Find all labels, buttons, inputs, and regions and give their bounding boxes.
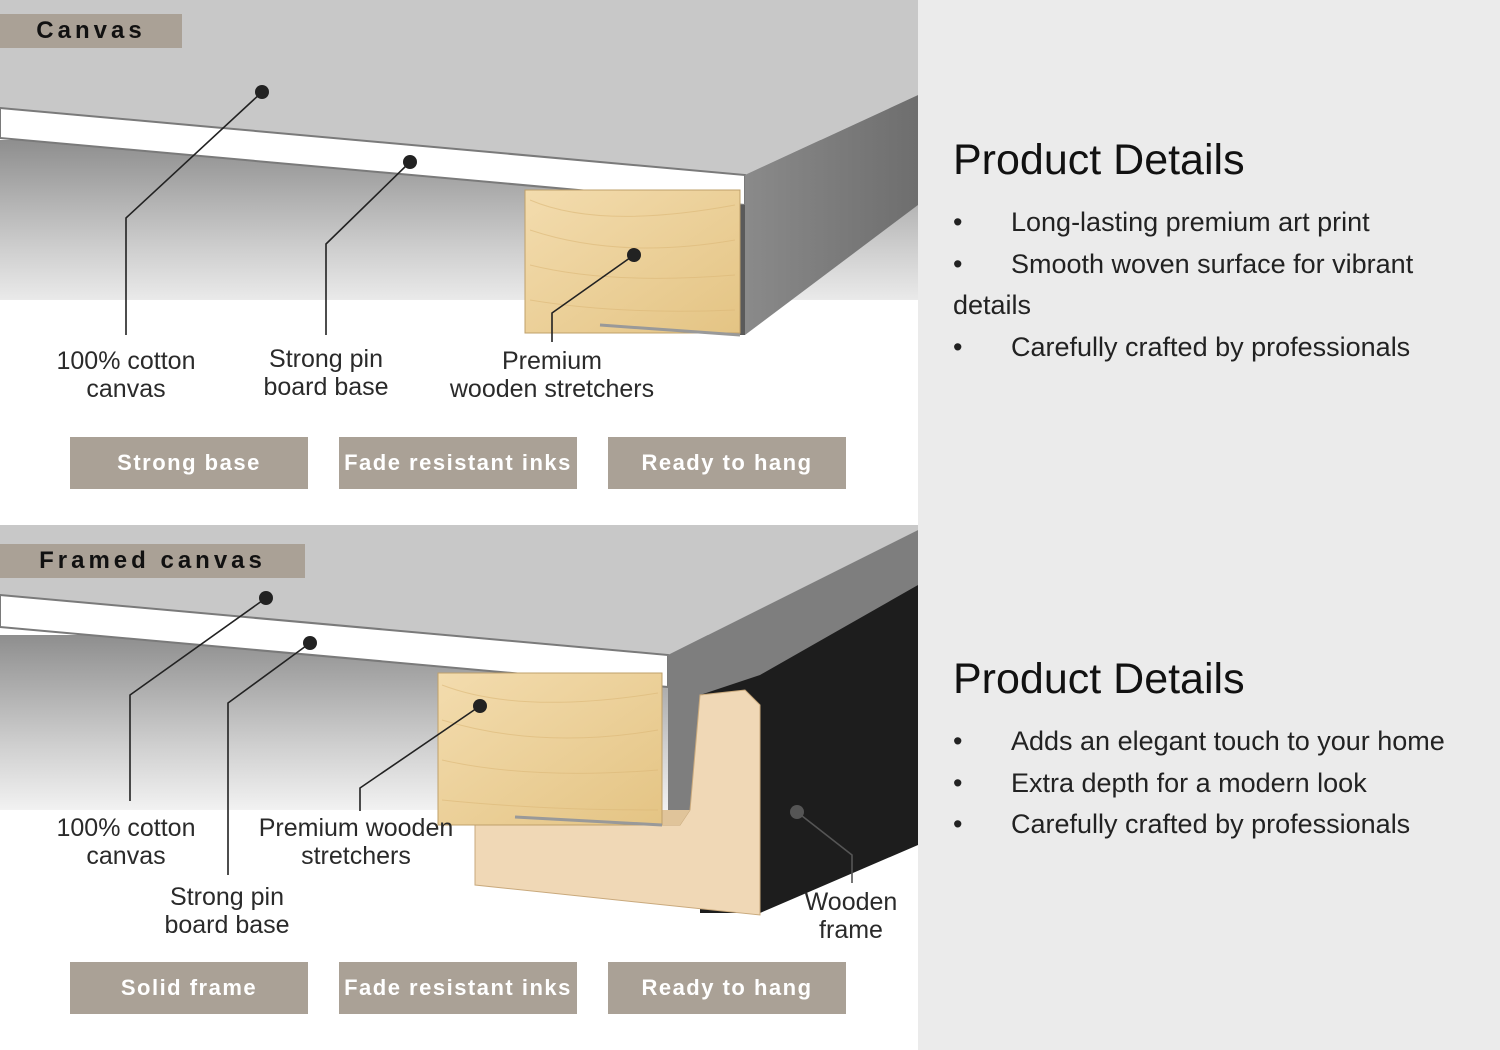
leader-pin-board (227, 642, 311, 875)
badge-ready-to-hang: Ready to hang (608, 437, 846, 489)
framed-canvas-cross-section-illustration (0, 525, 918, 1050)
details-list-item: •Carefully crafted by professionals (953, 331, 1411, 362)
canvas-section-tag: Canvas (0, 14, 182, 48)
framed-product-details: Product Details •Adds an elegant touch t… (953, 653, 1473, 846)
callout-pin-board: Strong pin board base (164, 883, 290, 939)
badge-ready-to-hang: Ready to hang (608, 962, 846, 1014)
details-list-item: •Adds an elegant touch to your home (953, 726, 1445, 756)
canvas-details-list: •Long-lasting premium art print •Smooth … (953, 202, 1473, 368)
leader-wooden-frame (796, 811, 853, 883)
wood-stretcher-block (437, 672, 663, 826)
badge-fade-resistant-inks: Fade resistant inks (339, 437, 577, 489)
product-details-sidebar: Product Details •Long-lasting premium ar… (918, 0, 1500, 1050)
details-list-item: •Long-lasting premium art print (953, 207, 1370, 237)
badge-strong-base: Strong base (70, 437, 308, 489)
callout-cotton-canvas: 100% cotton canvas (56, 347, 196, 403)
product-details-heading: Product Details (953, 136, 1245, 184)
callout-stretchers: Premium wooden stretchers (449, 347, 655, 403)
canvas-product-details: Product Details •Long-lasting premium ar… (953, 134, 1473, 368)
leader-cotton (125, 91, 263, 335)
framed-details-list: •Adds an elegant touch to your home •Ext… (953, 721, 1473, 846)
leader-stretchers (359, 705, 481, 811)
framed-canvas-panel: Framed canvas 100% cotton canvas Premium… (0, 525, 918, 1050)
callout-stretchers: Premium wooden stretchers (258, 814, 454, 870)
leader-pin-board (325, 161, 411, 335)
leader-stretchers (551, 254, 635, 342)
canvas-top-surface (0, 0, 918, 175)
callout-wooden-frame: Wooden frame (804, 888, 898, 944)
details-list-item: •Smooth woven surface for vibrant detail… (953, 248, 1414, 321)
canvas-panel: Canvas 100% cotton canvas Strong pin boa… (0, 0, 918, 525)
badge-solid-frame: Solid frame (70, 962, 308, 1014)
product-details-heading: Product Details (953, 655, 1245, 703)
callout-pin-board: Strong pin board base (263, 345, 389, 401)
leader-cotton (129, 597, 267, 801)
canvas-cross-section-illustration (0, 0, 918, 525)
framed-canvas-section-tag: Framed canvas (0, 544, 305, 578)
callout-cotton-canvas: 100% cotton canvas (56, 814, 196, 870)
canvas-side-face (745, 95, 918, 335)
details-list-item: •Carefully crafted by professionals (953, 809, 1411, 839)
details-list-item: •Extra depth for a modern look (953, 767, 1367, 798)
badge-fade-resistant-inks: Fade resistant inks (339, 962, 577, 1014)
